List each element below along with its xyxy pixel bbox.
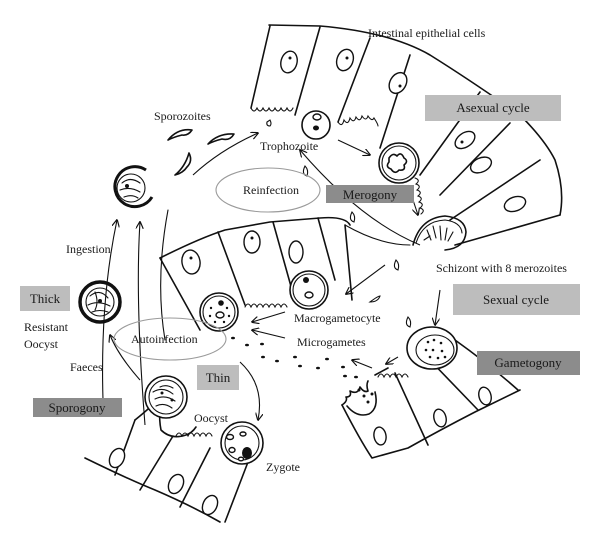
autoinfection-label: Autoinfection: [131, 332, 198, 346]
cycle-arrows: [102, 133, 441, 426]
zygote-icon: [220, 421, 264, 465]
faeces-label: Faeces: [70, 360, 103, 374]
top-epithelium: [250, 24, 563, 246]
oocyst-label: Oocyst: [194, 411, 229, 425]
macrogametocyte-label: Macrogametocyte: [294, 311, 381, 325]
thick-label: Thick: [30, 291, 61, 306]
microgamont-vacuole-icon: [406, 326, 458, 370]
microgametes-label: Microgametes: [297, 335, 366, 349]
gametogony-box: Gametogony: [477, 351, 580, 375]
attached-sporozoite-icon: [266, 119, 272, 127]
merogony-label: Merogony: [343, 187, 398, 202]
meront-icon: [378, 142, 420, 184]
sexual-cycle-label: Sexual cycle: [483, 292, 549, 307]
sporozoites-label: Sporozoites: [154, 109, 211, 123]
resistant-label: Resistant: [24, 320, 69, 334]
reinfection-oval: Reinfection: [215, 167, 321, 213]
zygote-label: Zygote: [266, 460, 300, 474]
asexual-cycle-label: Asexual cycle: [456, 100, 530, 115]
sporozoites-icons: [167, 128, 412, 328]
excysting-oocyst-icon: [113, 165, 154, 209]
microgametes-dots: [231, 336, 358, 379]
thick-box: Thick: [20, 286, 70, 311]
schizont-label: Schizont with 8 merozoites: [436, 261, 567, 275]
sporogony-label: Sporogony: [48, 400, 106, 415]
middle-epithelium: [159, 216, 353, 331]
sexual-cycle-box: Sexual cycle: [453, 284, 580, 315]
thin-label: Thin: [206, 370, 231, 385]
intestinal-epithelial-cells-label: Intestinal epithelial cells: [368, 26, 486, 40]
merogony-box: Merogony: [326, 185, 414, 203]
ingestion-label: Ingestion: [66, 242, 111, 256]
resistant-oocyst-label: Oocyst: [24, 337, 59, 351]
macrogametocyte-icon: [289, 270, 329, 310]
schizont-icon: [412, 215, 467, 251]
thick-walled-oocyst-icon: [78, 280, 122, 324]
thin-walled-oocyst-icon: [144, 375, 188, 419]
trophozoite-icon: [301, 110, 331, 140]
reinfection-label: Reinfection: [243, 183, 299, 197]
asexual-cycle-box: Asexual cycle: [425, 95, 561, 121]
thin-box: Thin: [197, 365, 239, 390]
trophozoite-label: Trophozoite: [260, 139, 318, 153]
sporogony-box: Sporogony: [33, 398, 122, 417]
autoinfection-oval: Autoinfection: [113, 317, 227, 361]
bottom-epithelium: [84, 389, 249, 523]
gametogony-label: Gametogony: [494, 355, 562, 370]
microgamont-icon: [199, 292, 239, 332]
